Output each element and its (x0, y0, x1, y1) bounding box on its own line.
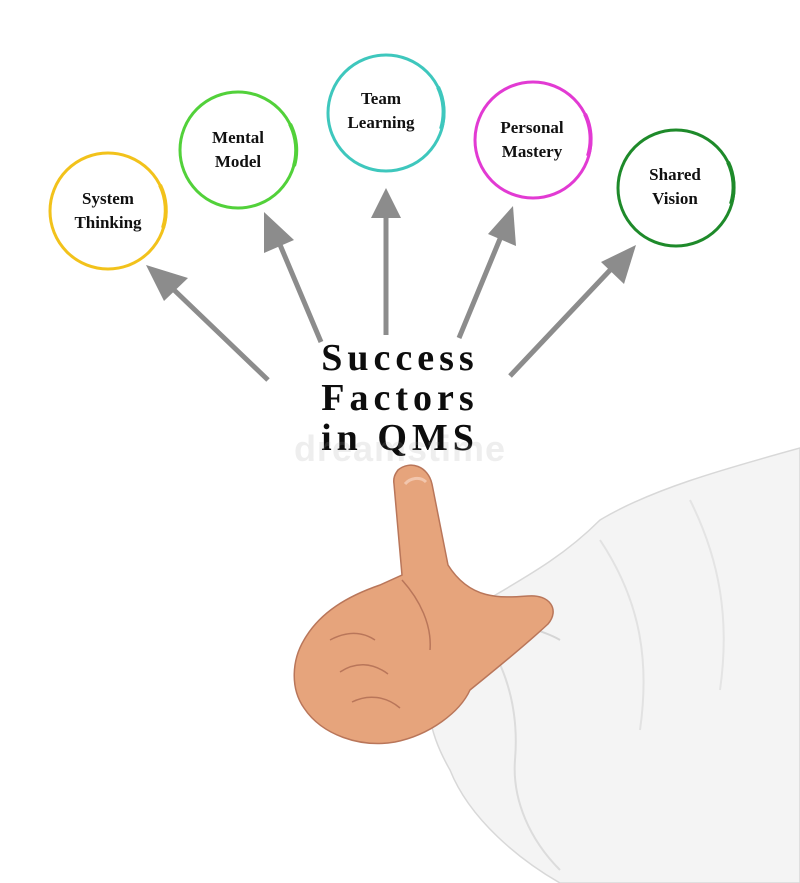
label-mental-model: Mental Model (183, 126, 293, 174)
watermark: dreamstime (293, 428, 507, 469)
label-line: Thinking (74, 213, 142, 232)
label-line: Model (214, 152, 262, 171)
central-title: Success Factors in QMS (250, 338, 550, 458)
arrow-to-shared-vision (508, 245, 636, 378)
label-line: Mastery (501, 142, 563, 161)
circle-shared-vision (616, 128, 736, 248)
label-line: Team (361, 89, 401, 108)
label-team-learning: Team Learning (326, 87, 436, 135)
title-line-3: in QMS (321, 417, 479, 459)
label-shared-vision: Shared Vision (620, 163, 730, 211)
title-line-1: Success (321, 337, 479, 379)
arrow-to-personal-mastery (456, 206, 516, 339)
pointing-hand-icon (293, 464, 554, 745)
label-line: System (82, 189, 134, 208)
label-system-thinking: System Thinking (53, 187, 163, 235)
label-line: Learning (347, 113, 415, 132)
label-line: Vision (652, 189, 698, 208)
label-line: Mental (212, 128, 264, 147)
arrow-to-system-thinking (146, 265, 270, 382)
circle-personal-mastery (473, 80, 593, 200)
title-line-2: Factors (321, 377, 479, 419)
arrow-to-team-learning (371, 188, 401, 335)
circle-team-learning (326, 53, 446, 173)
circle-system-thinking (48, 151, 168, 271)
circle-mental-model (178, 90, 299, 210)
label-line: Personal (500, 118, 564, 137)
arrow-to-mental-model (264, 212, 324, 343)
label-line: Shared (649, 165, 701, 184)
label-personal-mastery: Personal Mastery (477, 116, 587, 164)
